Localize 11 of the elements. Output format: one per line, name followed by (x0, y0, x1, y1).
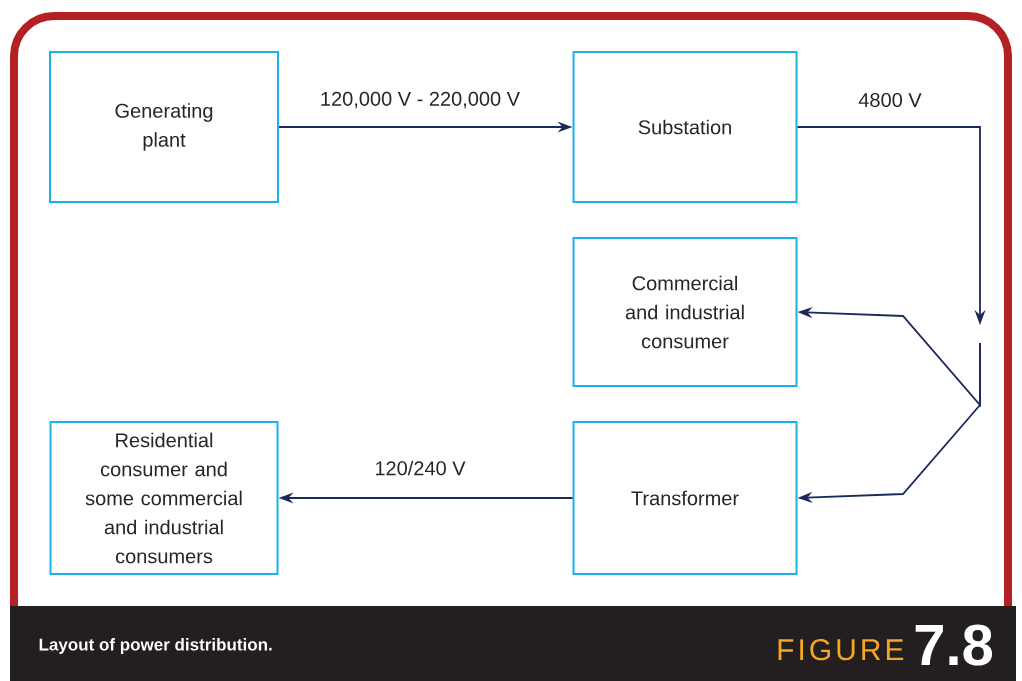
caption: Layout of power distribution. (39, 638, 272, 654)
edge-label: 4800 V (856, 90, 924, 110)
process-box: Transformer (572, 421, 798, 575)
process-box: Residential consumer and some commercial and industrial consumers (49, 421, 279, 575)
process-box: Substation (572, 51, 798, 203)
process-box: Commercial and industrial consumer (572, 237, 798, 387)
process-box: Generating plant (49, 51, 279, 203)
edge-label: 120,000 V - 220,000 V (317, 89, 523, 111)
figure-label: FIGURE (778, 639, 904, 661)
figure-number: 7.8 (915, 624, 993, 666)
edge-label: 120/240 V (372, 458, 468, 478)
